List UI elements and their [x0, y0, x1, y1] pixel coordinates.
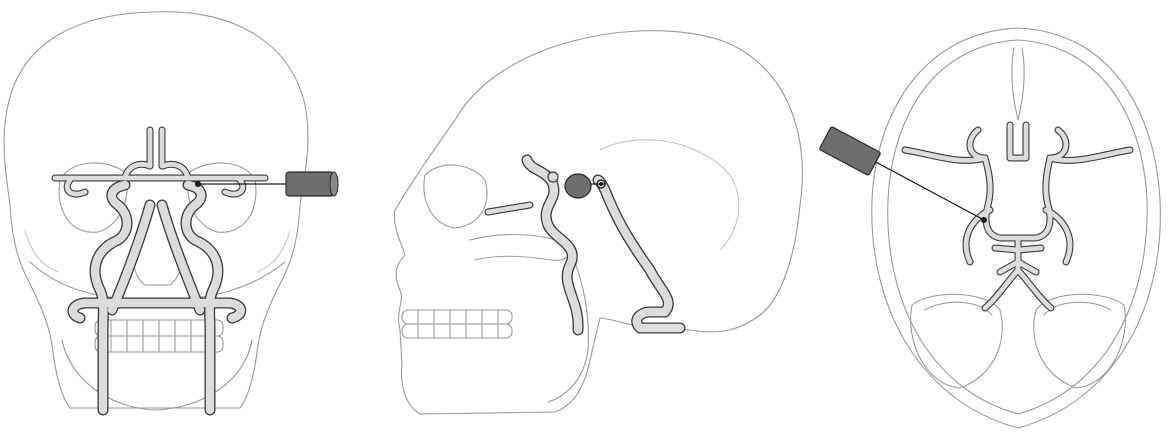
lateral-teeth [402, 310, 512, 338]
frontal-teeth [95, 320, 223, 352]
ultrasound-probe-icon [565, 174, 591, 198]
cheek-line-left [25, 230, 58, 272]
frontal-skull-view [4, 12, 338, 410]
axial-probe [819, 126, 987, 223]
ultrasound-probe-icon [819, 126, 881, 175]
lateral-orbit [424, 165, 487, 228]
frontal-skull-outline [4, 12, 308, 408]
axial-brain-view [819, 28, 1160, 428]
mandible-line [62, 340, 252, 410]
frontal-sinus [1012, 48, 1024, 120]
circle-of-willis [905, 125, 1130, 308]
frontal-arteries [55, 130, 265, 410]
axial-skull-outer [872, 28, 1161, 428]
lateral-skull-view [394, 31, 802, 414]
ultrasound-probe-icon [286, 172, 334, 196]
maxilla-line [30, 262, 285, 300]
cheek-line-right [257, 230, 290, 272]
lateral-skull-outline [394, 31, 802, 414]
axial-skull-inner [888, 40, 1147, 414]
